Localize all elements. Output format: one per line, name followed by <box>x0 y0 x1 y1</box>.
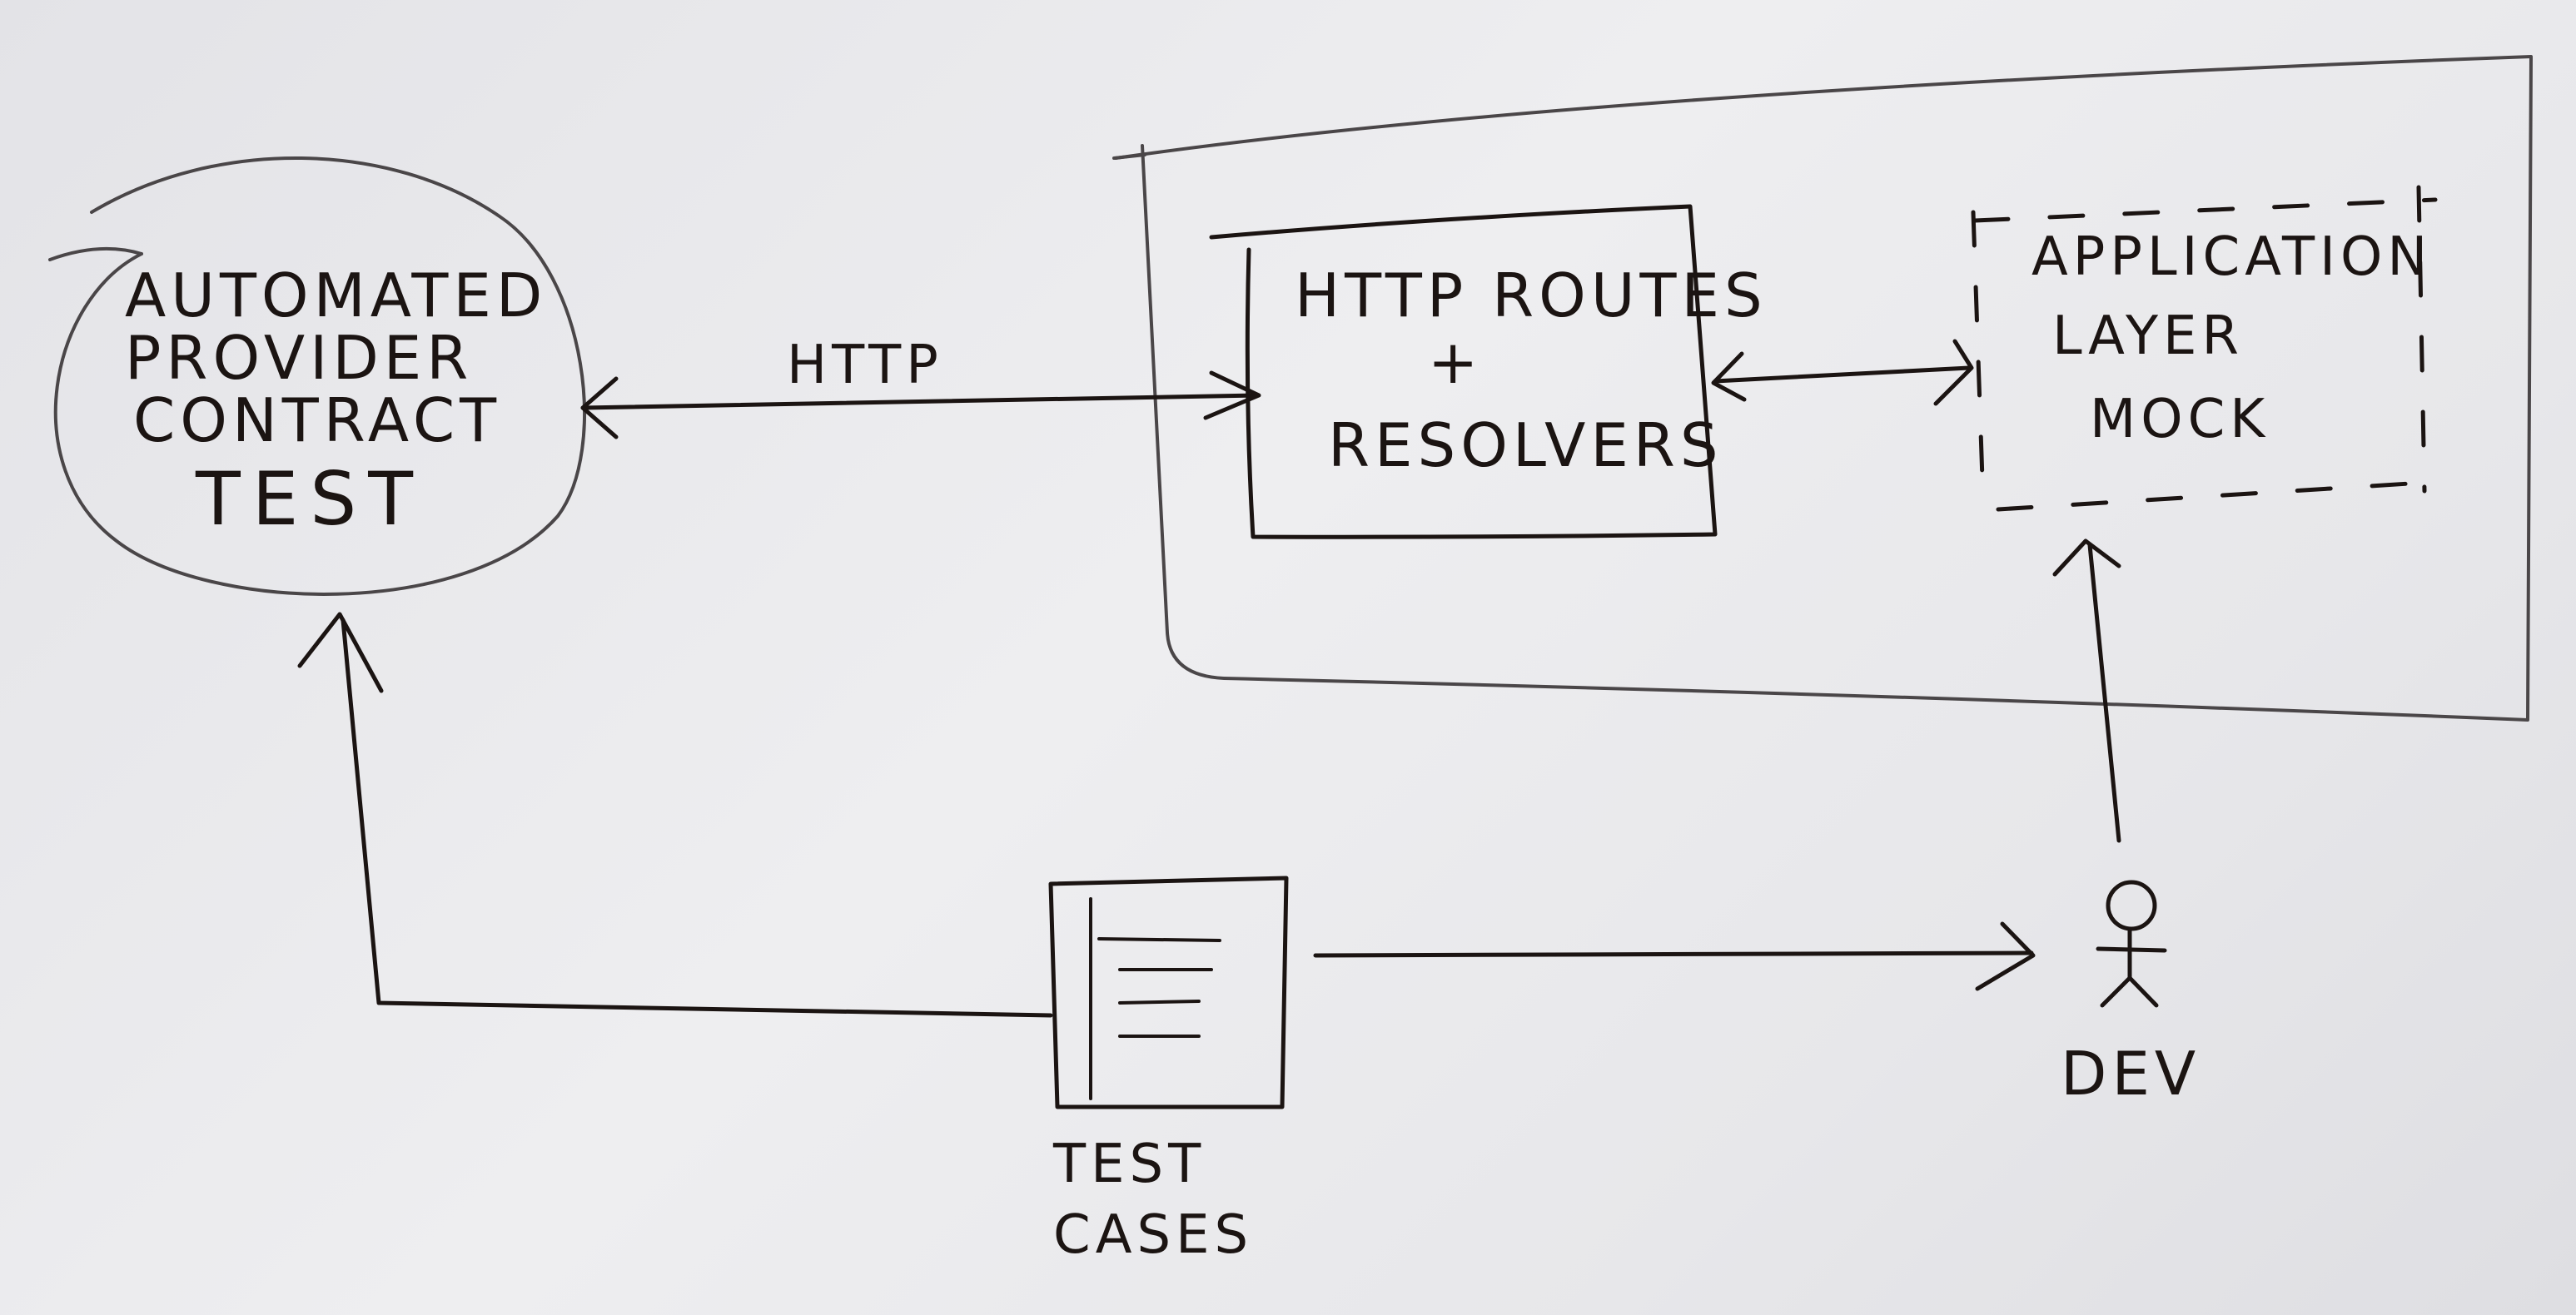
http-routes-line-1: HTTP ROUTES <box>1295 261 1768 330</box>
test-cases-node: TEST CASES <box>1048 876 1289 1266</box>
contract-test-line-4: TEST <box>195 456 425 542</box>
contract-test-line-1: AUTOMATED <box>125 261 547 330</box>
contract-test-node: AUTOMATED PROVIDER CONTRACT TEST <box>48 156 586 596</box>
http-edge: HTTP <box>580 335 1261 439</box>
http-routes-node: HTTP ROUTES + RESOLVERS <box>1209 204 1768 539</box>
http-routes-line-3: RESOLVERS <box>1328 410 1723 480</box>
app-layer-mock-line-3: MOCK <box>2090 389 2270 450</box>
app-layer-mock-line-2: LAYER <box>2052 305 2244 367</box>
dev-to-mock-edge <box>2052 538 2121 843</box>
http-routes-line-2: + <box>1428 327 1483 397</box>
app-layer-mock-line-1: APPLICATION <box>2031 226 2432 288</box>
http-edge-label: HTTP <box>787 335 943 396</box>
service-boundary <box>1112 55 2533 722</box>
test-cases-line-2: CASES <box>1053 1204 1253 1266</box>
app-layer-mock-node: APPLICATION LAYER MOCK <box>1971 185 2438 512</box>
contract-test-line-2: PROVIDER <box>125 323 473 393</box>
contract-test-line-3: CONTRACT <box>133 385 501 455</box>
routes-mock-edge <box>1711 339 1974 406</box>
test-cases-to-contract-edge <box>297 612 1053 1018</box>
dev-node: DEV <box>2061 880 2201 1109</box>
test-cases-to-dev-edge <box>1313 921 2036 991</box>
dev-label: DEV <box>2061 1039 2201 1109</box>
test-cases-line-1: TEST <box>1052 1134 1206 1195</box>
